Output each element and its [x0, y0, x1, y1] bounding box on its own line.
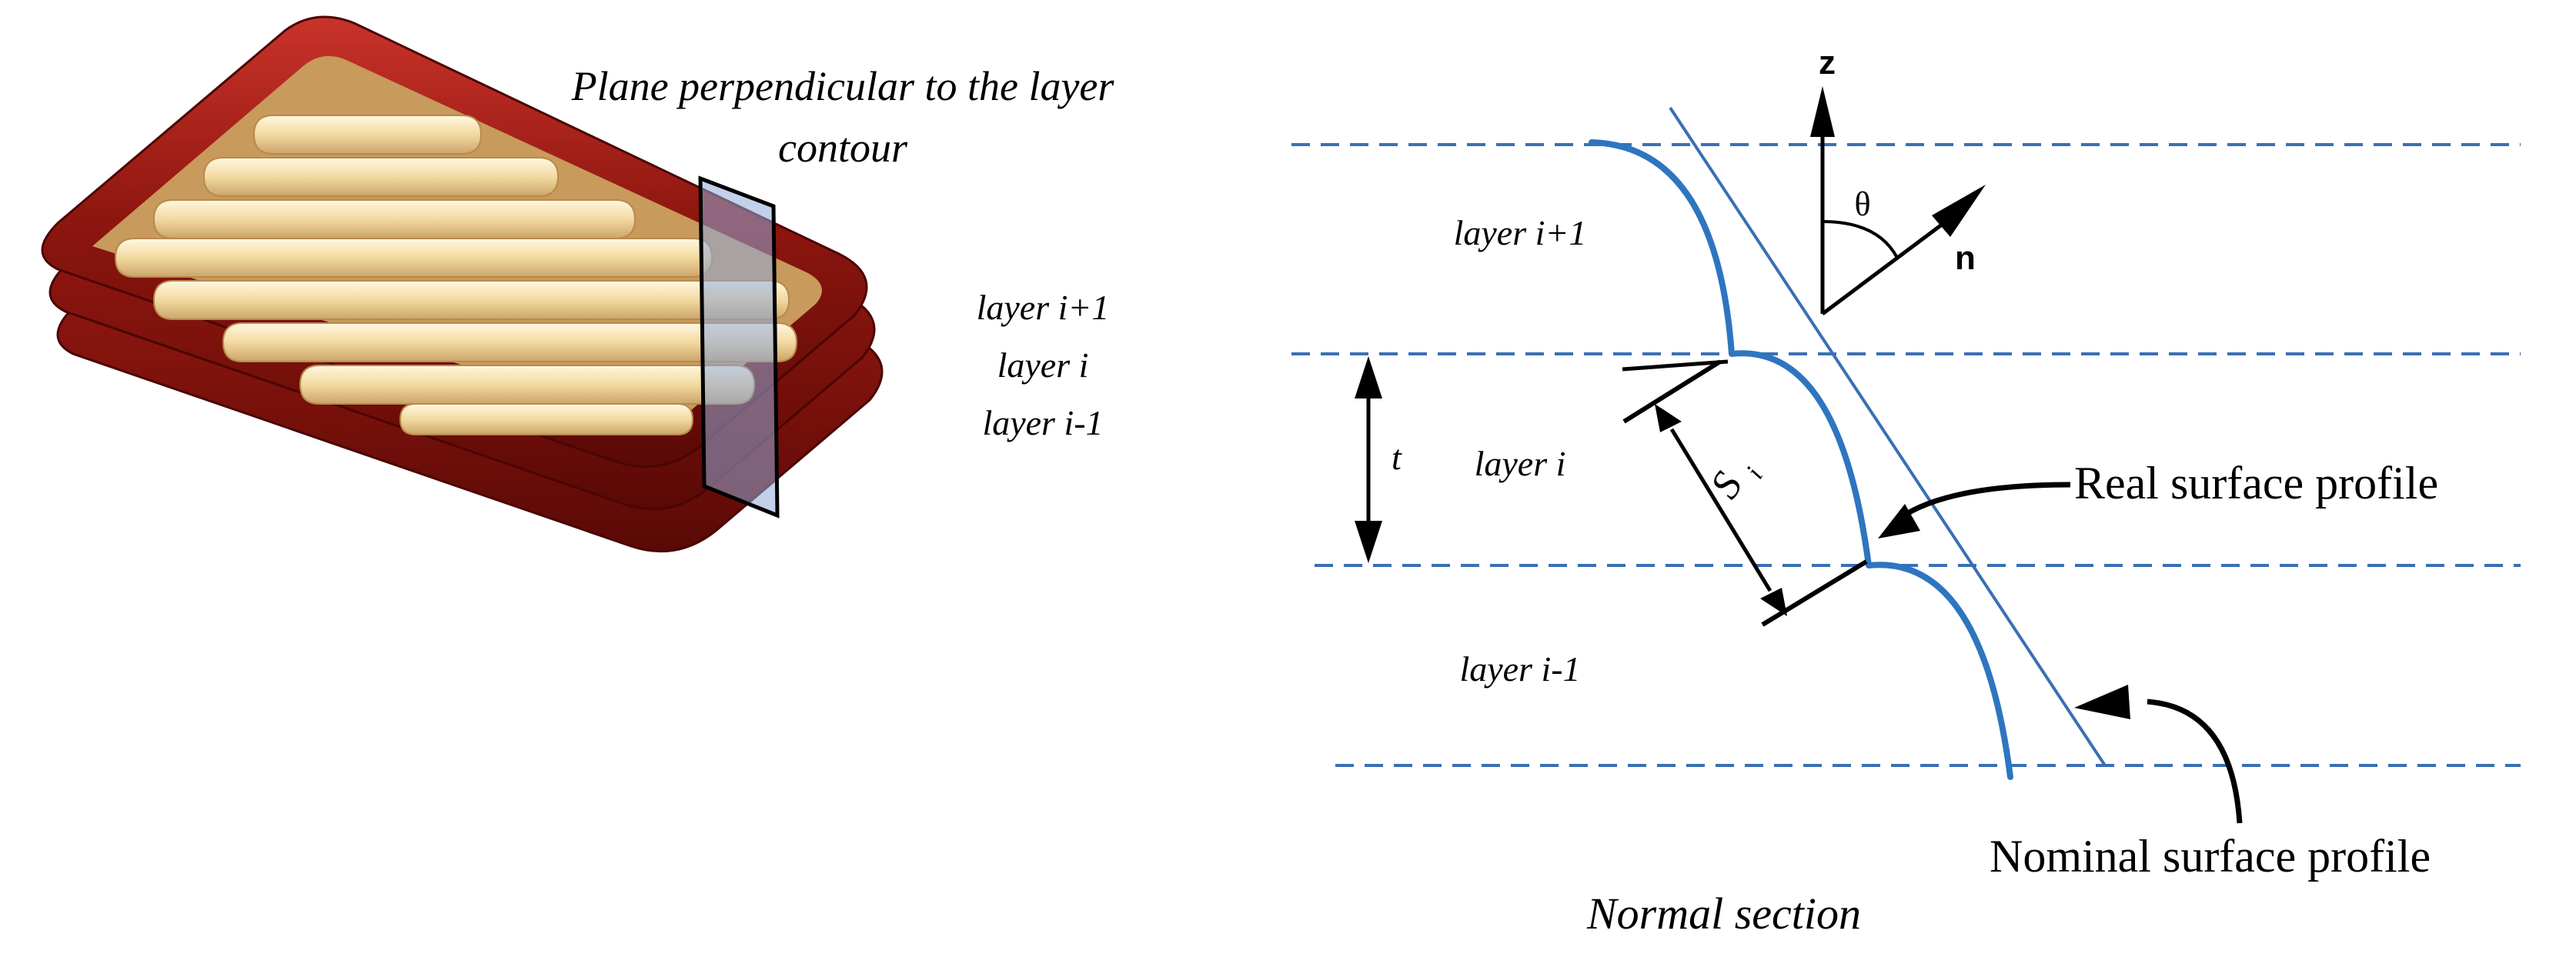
- z-axis-label: z: [1819, 44, 1836, 82]
- nominal-surface-line: [1669, 106, 2107, 767]
- step-extension-top-line: [1622, 359, 1722, 424]
- perpendicular-plane: [698, 175, 780, 519]
- theta-label: θ: [1854, 185, 1870, 223]
- real-profile-callout-arrowhead: [1878, 504, 1920, 539]
- left-layer-top-label: layer i+1: [977, 288, 1110, 327]
- normal-vector-arrowhead: [1932, 185, 1986, 237]
- nominal-profile-callout-arrowhead: [2074, 685, 2130, 719]
- infill-beads: [114, 115, 798, 435]
- normal-vector-label: n: [1955, 239, 1976, 277]
- plane-label-line2: contour: [778, 125, 908, 171]
- theta-arc: [1822, 220, 1899, 258]
- thickness-label: t: [1392, 438, 1402, 477]
- real-profile-callout-arrow: [1891, 482, 2071, 525]
- normal-section-diagram: z n θ t S i layer i+1 layer i layer i-1 …: [1291, 44, 2521, 939]
- real-profile-label: Real surface profile: [2074, 458, 2438, 509]
- step-arrowhead-top: [1655, 404, 1682, 432]
- svg-text:i: i: [1741, 462, 1769, 484]
- step-extension-top: [1622, 359, 1729, 372]
- right-layer-top-label: layer i+1: [1454, 213, 1587, 252]
- step-dimension-line: [1669, 428, 1772, 592]
- right-layer-bottom-label: layer i-1: [1459, 649, 1580, 689]
- step-extension-bottom-line: [1761, 559, 1868, 627]
- nominal-profile-label: Nominal surface profile: [1990, 831, 2431, 882]
- z-axis-arrowhead: [1810, 86, 1835, 137]
- step-label: S i: [1701, 462, 1769, 505]
- section-caption: Normal section: [1586, 889, 1861, 939]
- left-layer-mid-label: layer i: [997, 345, 1089, 385]
- step-arrowhead-bottom: [1760, 588, 1787, 616]
- plane-label-line1: Plane perpendicular to the layer: [571, 63, 1115, 109]
- real-surface-profile: [1589, 139, 2013, 780]
- nominal-profile-callout-arrow: [2147, 699, 2243, 824]
- layered-part-illustration: [41, 15, 884, 553]
- thickness-arrowhead-top: [1355, 356, 1382, 398]
- thickness-arrowhead-bottom: [1355, 521, 1382, 563]
- right-layer-mid-label: layer i: [1475, 444, 1566, 483]
- left-layer-bottom-label: layer i-1: [982, 403, 1103, 442]
